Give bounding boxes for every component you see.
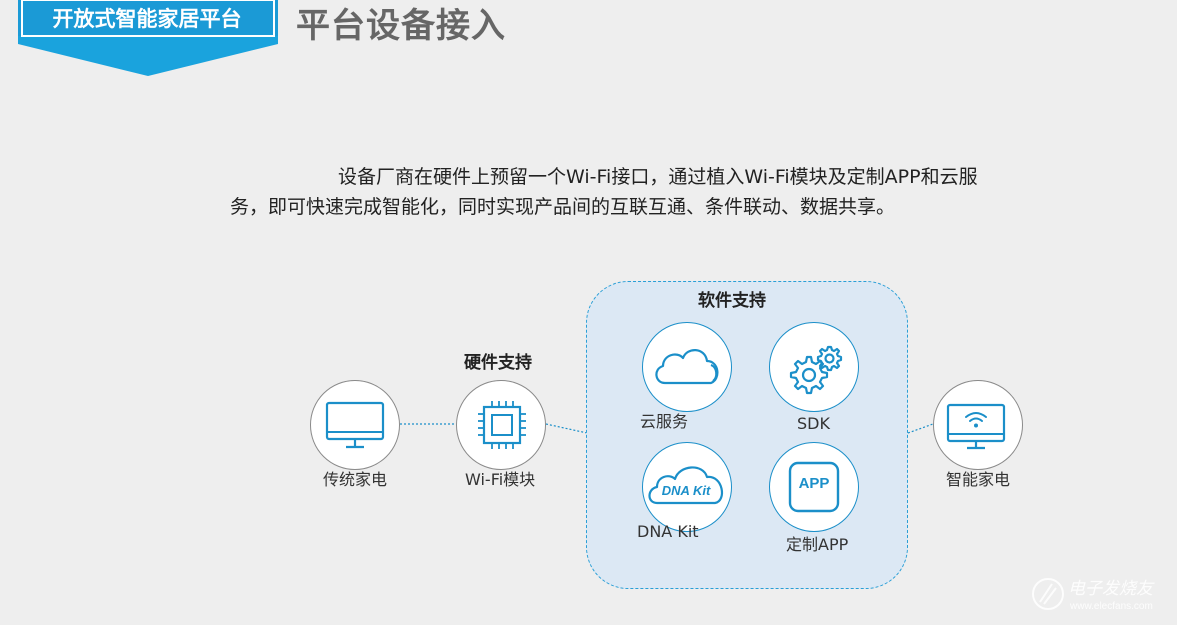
cloud-service-node xyxy=(642,322,732,412)
wifi-module-label: Wi-Fi模块 xyxy=(465,470,536,489)
app-icon: APP xyxy=(788,461,840,513)
header-badge-shape xyxy=(18,0,278,76)
app-icon-text: APP xyxy=(799,475,830,492)
smart-appliance-node xyxy=(933,380,1023,470)
sdk-node xyxy=(769,322,859,412)
traditional-appliance-label: 传统家电 xyxy=(323,470,388,489)
page-title: 平台设备接入 xyxy=(296,6,506,46)
monitor-icon xyxy=(325,401,385,449)
dnakit-icon-text: DNA Kit xyxy=(662,483,711,498)
svg-text:www.elecfans.com: www.elecfans.com xyxy=(1069,601,1153,612)
software-title: 软件支持 xyxy=(698,291,766,311)
smart-monitor-icon xyxy=(946,403,1006,450)
hardware-title: 硬件支持 xyxy=(464,353,532,373)
sdk-label: SDK xyxy=(797,414,830,433)
cloud-icon xyxy=(655,349,719,385)
chip-icon xyxy=(478,401,526,449)
custom-app-label: 定制APP xyxy=(786,535,849,554)
description-line-1: 设备厂商在硬件上预留一个Wi-Fi接口，通过植入Wi-Fi模块及定制APP和云服 xyxy=(338,166,978,188)
software-panel xyxy=(586,281,908,589)
traditional-appliance-node xyxy=(310,380,400,470)
gears-icon xyxy=(789,345,843,395)
elecfans-watermark-logo: 电子发烧友 www.elecfans.com xyxy=(1032,578,1155,612)
header-badge-text: 开放式智能家居平台 xyxy=(52,7,242,31)
wifi-module-node xyxy=(456,380,546,470)
svg-text:电子发烧友: 电子发烧友 xyxy=(1068,579,1155,598)
custom-app-node: APP xyxy=(769,442,859,532)
cloud-service-label: 云服务 xyxy=(640,412,689,431)
dnakit-node: DNA Kit xyxy=(642,442,732,532)
dnakit-label: DNA Kit xyxy=(637,522,699,541)
dnakit-cloud-icon: DNA Kit xyxy=(648,466,724,505)
description-line-2: 务，即可快速完成智能化，同时实现产品间的互联互通、条件联动、数据共享。 xyxy=(230,196,896,218)
description: 设备厂商在硬件上预留一个Wi-Fi接口，通过植入Wi-Fi模块及定制APP和云服… xyxy=(230,162,1130,222)
smart-appliance-label: 智能家电 xyxy=(946,470,1011,489)
